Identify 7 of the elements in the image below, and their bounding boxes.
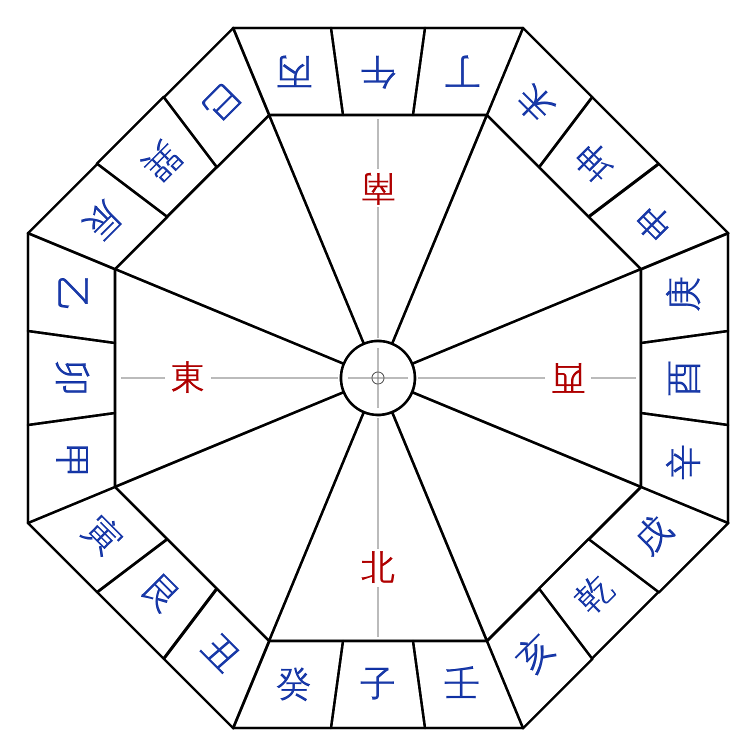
mountain-cell [329, 26, 427, 117]
mountain-cell [639, 329, 730, 427]
direction-sector [113, 267, 346, 489]
direction-sector [267, 410, 489, 643]
direction-sector [410, 267, 643, 489]
mountain-cell [329, 639, 427, 730]
mountain-cell [26, 329, 117, 427]
